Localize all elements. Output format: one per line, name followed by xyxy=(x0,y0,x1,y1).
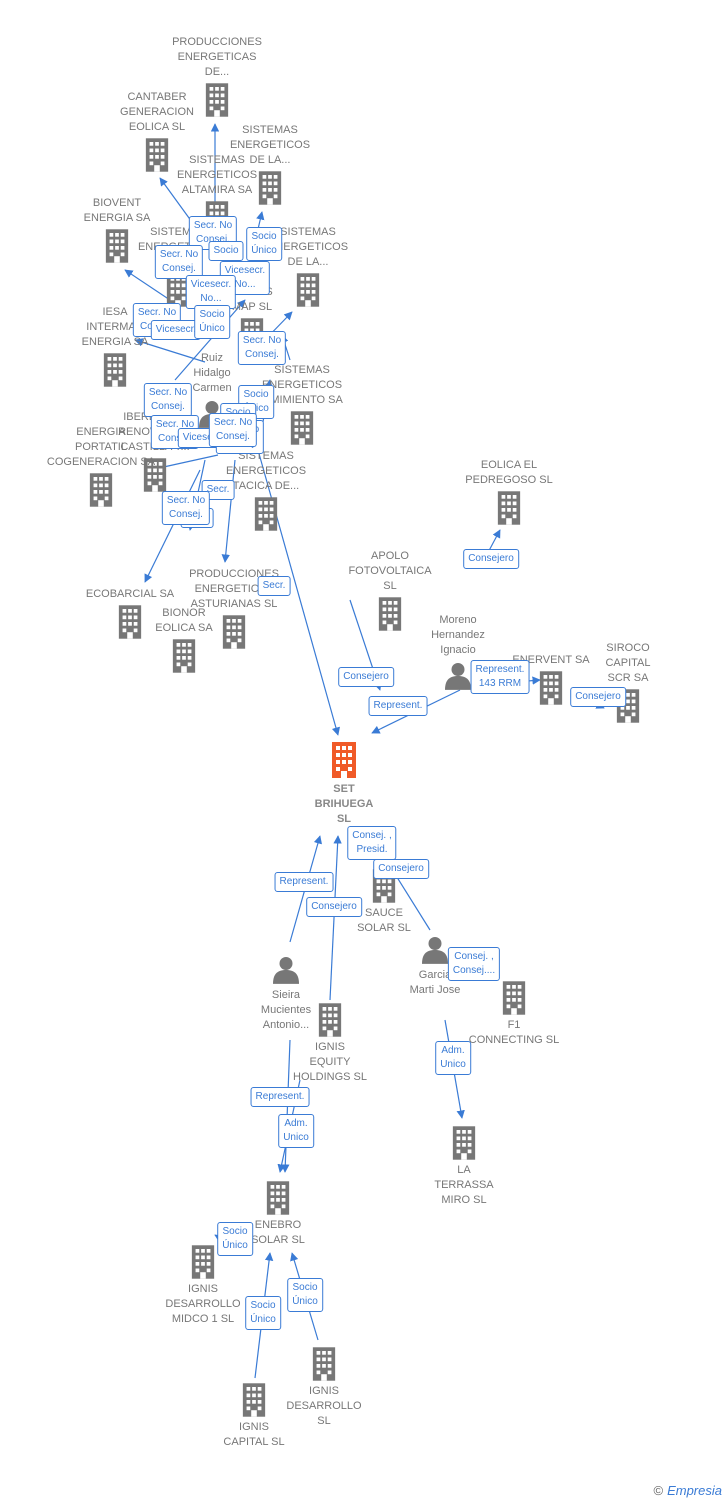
edge-relation-label: Secr. No Consej. xyxy=(208,413,258,447)
person-label: Garcia Marti Jose xyxy=(409,969,461,996)
brand-name: Empresia xyxy=(667,1483,722,1498)
edge-relation-label: Consejero xyxy=(463,549,519,569)
company-label: BIOVENT ENERGIA SA xyxy=(83,197,151,224)
edge-relation-label: Socio Único xyxy=(287,1278,323,1312)
edge-relation-label: Secr. No Consej. xyxy=(237,331,287,365)
company-label: ECOBARCIAL SA xyxy=(85,588,175,600)
company-label: SISTEMAS ENERGETICOS ...MIMIENTO SA xyxy=(261,364,343,406)
company-building-icon[interactable] xyxy=(103,353,127,387)
company-label: SAUCE SOLAR SL xyxy=(357,907,411,934)
company-building-icon[interactable] xyxy=(290,411,314,445)
company-label: PRODUCCIONES ENERGETICAS DE... xyxy=(172,36,262,78)
edge-relation-label: Adm. Unico xyxy=(435,1041,471,1075)
company-building-icon[interactable] xyxy=(452,1126,476,1160)
edge-relation-label: Consejero xyxy=(570,687,626,707)
company-building-icon[interactable] xyxy=(266,1181,290,1215)
edge-relation-label: Consejero xyxy=(373,859,429,879)
company-building-icon[interactable] xyxy=(242,1383,266,1417)
company-building-icon[interactable] xyxy=(105,229,129,263)
edge-relation-label: Represent. xyxy=(368,696,428,716)
company-building-icon[interactable] xyxy=(89,473,113,507)
company-building-icon[interactable] xyxy=(145,138,169,172)
edge-relation-label: Socio Único xyxy=(217,1222,253,1256)
edge-relation-label: Secr. No Consej. xyxy=(154,245,204,279)
company-building-icon[interactable] xyxy=(191,1245,215,1279)
relation-edge xyxy=(144,469,201,583)
edge-relation-label: Consej. , Consej.... xyxy=(447,947,501,981)
company-building-icon[interactable] xyxy=(318,1003,342,1037)
company-label: IGNIS CAPITAL SL xyxy=(223,1421,285,1448)
relation-edge xyxy=(329,835,342,1001)
company-label: IGNIS EQUITY HOLDINGS SL xyxy=(293,1041,367,1083)
company-building-icon[interactable] xyxy=(118,605,142,639)
company-label: SISTEMAS ENERGETICOS DE LA... xyxy=(229,124,311,166)
company-building-icon[interactable] xyxy=(205,83,229,117)
company-label: EOLICA EL PEDREGOSO SL xyxy=(465,459,553,486)
center-company-label: SET BRIHUEGA SL xyxy=(314,783,374,825)
company-building-icon[interactable] xyxy=(296,273,320,307)
company-label: IGNIS DESARROLLO MIDCO 1 SL xyxy=(165,1283,241,1325)
edge-relation-label: Adm. Unico xyxy=(278,1114,314,1148)
copyright-symbol: © xyxy=(653,1483,664,1498)
company-label: LA TERRASSA MIRO SL xyxy=(434,1164,494,1206)
edge-relation-label: Consejero xyxy=(338,667,394,687)
company-building-icon[interactable] xyxy=(312,1347,336,1381)
company-building-icon[interactable] xyxy=(258,171,282,205)
company-building-icon[interactable] xyxy=(172,639,196,673)
edge-relation-label: Secr. No Consej. xyxy=(143,383,193,417)
edge-relation-label: Represent. xyxy=(274,872,334,892)
company-building-icon[interactable] xyxy=(254,497,278,531)
person-label: Moreno Hernandez Ignacio xyxy=(431,614,485,656)
company-label: CANTABER GENERACION EOLICA SL xyxy=(120,91,194,133)
footer-brand[interactable]: ©Empresia xyxy=(653,1483,722,1498)
relation-edge xyxy=(221,459,236,563)
company-label: SISTEMAS ENERGETICOS ALTAMIRA SA xyxy=(176,154,258,196)
company-label: ENEBRO SOLAR SL xyxy=(251,1219,305,1246)
company-building-icon[interactable] xyxy=(378,597,402,631)
company-label: ENERGIA PORTATIL COGENERACION SA xyxy=(46,426,156,468)
person-label: Ruiz Hidalgo Carmen xyxy=(192,352,232,394)
company-label: IESA INTERMAR ENERGIA SA xyxy=(81,306,149,348)
company-building-icon[interactable] xyxy=(497,491,521,525)
company-label: SISTEMAS ENERGETICOS TACICA DE... xyxy=(225,450,307,492)
center-company-building-icon[interactable] xyxy=(332,742,356,778)
relation-edge xyxy=(124,269,171,301)
edge-relation-label: Socio xyxy=(208,241,244,261)
relation-edge xyxy=(174,299,246,381)
edge-relation-label: Socio Único xyxy=(194,305,230,339)
person-label: Sieira Mucientes Antonio... xyxy=(260,989,312,1031)
company-building-icon[interactable] xyxy=(539,671,563,705)
edge-relation-label: Socio Único xyxy=(245,1296,281,1330)
company-label: SIROCO CAPITAL SCR SA xyxy=(605,642,651,684)
edge-relation-label: Represent. xyxy=(250,1087,310,1107)
person-icon[interactable] xyxy=(422,937,448,964)
company-label: SISTEMAS ENERGETICOS DE LA... xyxy=(267,226,349,268)
company-label: PRODUCCIONES ENERGETICAS ASTURIANAS SL xyxy=(189,568,279,610)
company-label: F1 CONNECTING SL xyxy=(468,1019,560,1046)
company-label: BIONOR EOLICA SA xyxy=(155,607,213,634)
edge-relation-label: Consejero xyxy=(306,897,362,917)
person-icon[interactable] xyxy=(273,957,299,984)
company-label: APOLO FOTOVOLTAICA SL xyxy=(348,550,432,592)
company-building-icon[interactable] xyxy=(222,615,246,649)
company-label: IGNIS DESARROLLO SL xyxy=(286,1385,362,1427)
edge-relation-label: Socio Único xyxy=(246,227,282,261)
person-icon[interactable] xyxy=(445,663,471,690)
edge-relation-label: Secr. No Consej. xyxy=(161,491,211,525)
edge-relation-label: Vicesecr. No... xyxy=(185,275,237,309)
edge-relation-label: Represent. 143 RRM xyxy=(470,660,530,694)
edge-relation-label: Consej. , Presid. xyxy=(347,826,397,860)
company-building-icon[interactable] xyxy=(502,981,526,1015)
edge-relation-label: Secr. xyxy=(257,576,291,596)
